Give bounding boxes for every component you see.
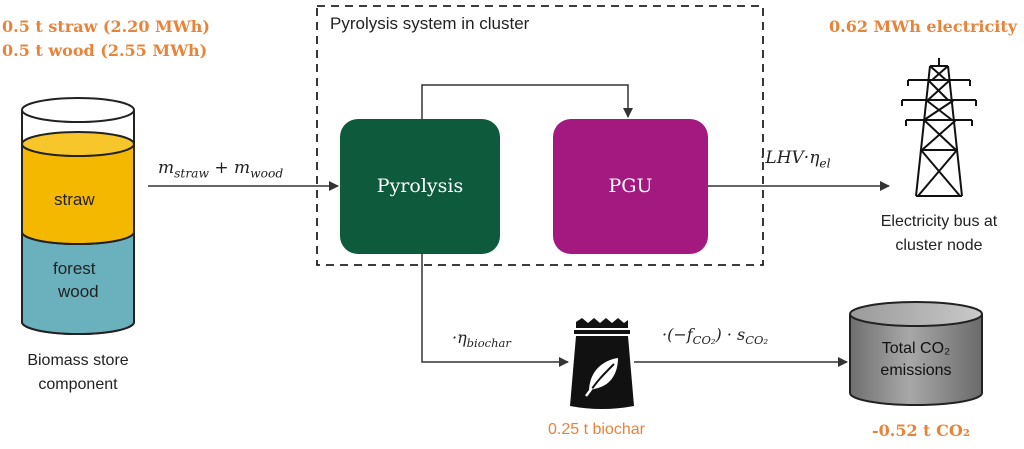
straw-layer-label: straw [54,190,95,209]
biochar-amount: 0.25 t biochar [548,421,645,438]
wood-input-amount: 0.5 t wood (2.55 MWh) [2,41,208,60]
cluster-title: Pyrolysis system in cluster [330,14,530,33]
co2-tank-caption-line2: emissions [880,362,952,379]
wood-layer-label: wood [58,282,99,301]
electricity-bus-caption-line1: Electricity bus at [880,213,998,230]
biochar-flow-arrow [421,254,569,367]
straw-input-amount: 0.5 t straw (2.20 MWh) [2,17,210,36]
co2-tank-caption-line1: Total CO₂ [881,340,951,357]
input-flow-label: mstraw + mwood [158,158,283,180]
biochar-factor: ·η [452,328,467,347]
biomass-store-caption-line1: Biomass store [27,352,129,369]
input-mass-straw: m [158,158,175,178]
biochar-factor-label: ·ηbiochar [452,328,511,350]
co2-factor-sub2: CO₂ [745,333,769,348]
co2-factor-a: ·(−f [662,325,693,344]
co2-tank-caption: Total CO₂ emissions [850,338,982,382]
pyrolysis-box [340,119,500,254]
input-mass-wood: m [234,158,251,178]
biochar-factor-sub: biochar [466,336,511,351]
forest-layer-label: forest [53,259,96,278]
input-mass-wood-sub: wood [250,166,284,181]
pgu-box [553,119,708,254]
input-mass-straw-sub: straw [174,166,209,181]
electricity-amount: 0.62 MWh electricity [829,17,1018,36]
electricity-bus-caption-line2: cluster node [895,237,983,254]
biomass-store-caption: Biomass store component [10,349,146,397]
co2-factor-b: ) · s [715,325,746,344]
biomass-store-cylinder [21,97,135,335]
co2-tank-icon [849,301,983,406]
biomass-store-caption-line2: component [38,376,118,393]
input-plus: + [214,158,229,178]
electricity-factor-sub: el [819,156,831,171]
co2-factor-label: ·(−fCO₂) · sCO₂ [662,325,768,347]
electricity-bus-caption: Electricity bus at cluster node [854,210,1024,258]
pyrolysis-to-pgu-arrow [421,84,633,119]
electricity-factor-label: ·LHV·ηel [760,148,831,170]
pyrolysis-label: Pyrolysis [376,175,464,197]
cluster-boundary [316,5,764,266]
biochar-bag-icon [570,318,634,409]
co2-factor-sub1: CO₂ [692,333,716,348]
co2-amount: -0.52 t CO₂ [872,421,970,440]
pgu-label: PGU [608,175,653,197]
electricity-factor: ·LHV·η [760,148,820,168]
power-pylon-icon [901,58,977,197]
straw-layer [21,143,135,245]
